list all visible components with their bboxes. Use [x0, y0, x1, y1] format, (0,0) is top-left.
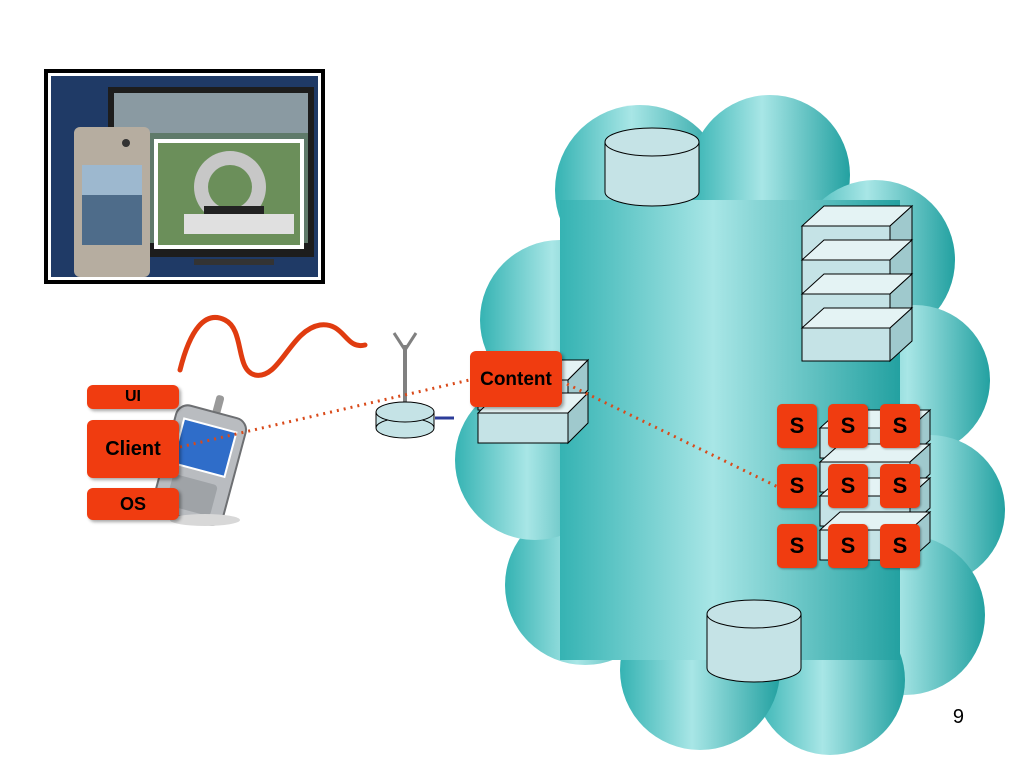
server-s-label: S — [828, 404, 868, 448]
os-label: OS — [87, 488, 179, 520]
server-s-label: S — [777, 524, 817, 568]
server-s-label: S — [880, 524, 920, 568]
client-label: Client — [87, 420, 179, 478]
server-s-label: S — [880, 464, 920, 508]
server-rack-icon — [800, 204, 914, 363]
server-s-label: S — [828, 524, 868, 568]
server-s-label: S — [880, 404, 920, 448]
dotted-link — [566, 382, 781, 490]
database-icon — [706, 599, 802, 683]
screenshot-photo — [44, 69, 325, 284]
antenna-router-icon — [375, 332, 435, 439]
screenshot-photo-art — [48, 73, 321, 280]
ui-label: UI — [87, 385, 179, 409]
server-s-label: S — [828, 464, 868, 508]
page-number: 9 — [952, 706, 964, 728]
server-s-label: S — [777, 404, 817, 448]
content-label: Content — [470, 351, 562, 407]
dotted-link — [179, 376, 479, 449]
wireless-signal — [177, 315, 368, 378]
server-s-label: S — [777, 464, 817, 508]
database-icon — [604, 127, 700, 207]
